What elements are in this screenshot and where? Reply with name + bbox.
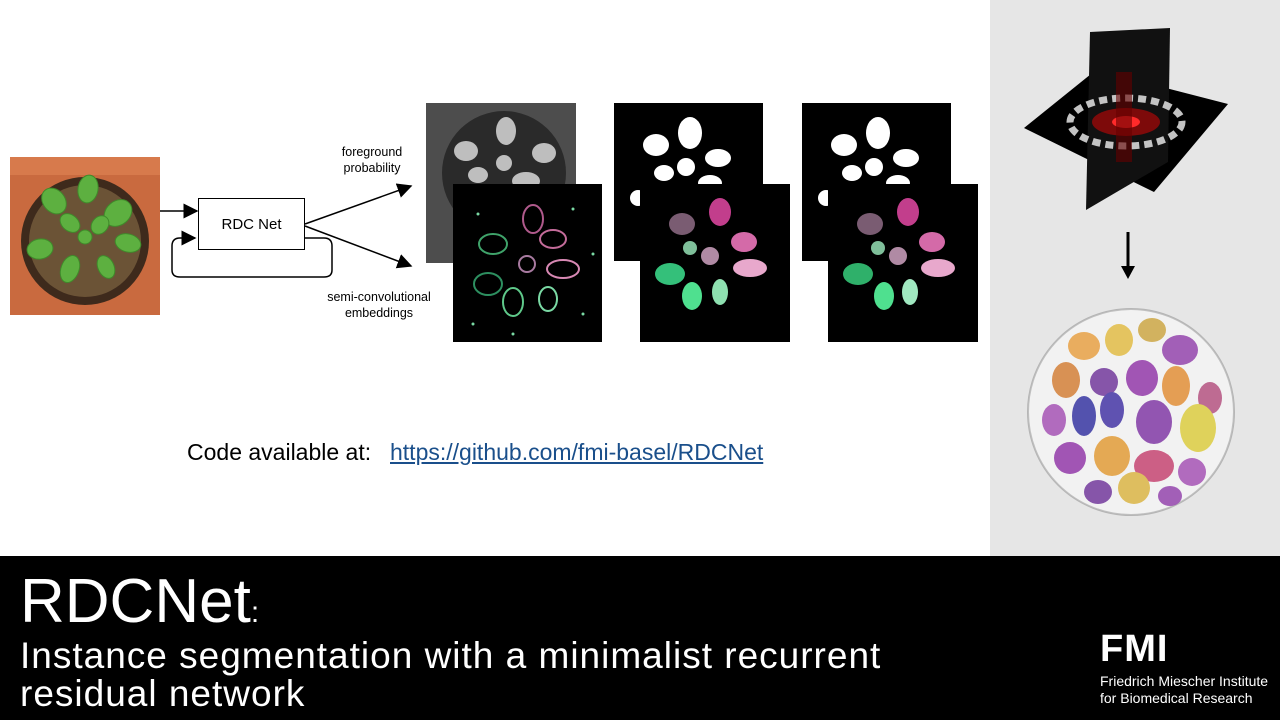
- instance-embedding-image-2: [828, 184, 978, 342]
- instance-embedding-image-1: [640, 184, 790, 342]
- down-arrow-icon: [1121, 232, 1135, 279]
- title-footer: [0, 556, 1280, 720]
- code-available-label: Code available at:: [187, 439, 372, 465]
- github-link[interactable]: https://github.com/fmi-basel/RDCNet: [390, 439, 764, 465]
- slide-subtitle: Instance segmentation with a minimalist …: [20, 635, 882, 714]
- embeddings-label: semi-convolutional embeddings: [327, 290, 431, 320]
- plant-photo: [10, 157, 160, 315]
- output-arrow-bottom: [304, 225, 413, 269]
- embedding-image-raw: [453, 184, 602, 342]
- rdc-net-label: RDC Net: [221, 215, 282, 233]
- foreground-probability-label: foreground probability: [341, 145, 403, 175]
- foreground-mask-image-2: [802, 103, 951, 261]
- institute-name: Friedrich Miescher Institute for Biomedi…: [1100, 673, 1269, 706]
- output-arrow-top: [304, 183, 413, 225]
- diagram-connectors: [160, 183, 413, 278]
- segmented-nuclei-3d-image: [1027, 308, 1235, 516]
- slide-title: RDCNet:: [20, 567, 260, 636]
- microscopy-panel: [990, 0, 1280, 556]
- rdc-net-box: RDC Net: [198, 198, 305, 250]
- orthogonal-slices-image: [1024, 28, 1228, 210]
- fmi-logo: FMI: [1100, 628, 1169, 670]
- recurrent-loop: [171, 230, 333, 278]
